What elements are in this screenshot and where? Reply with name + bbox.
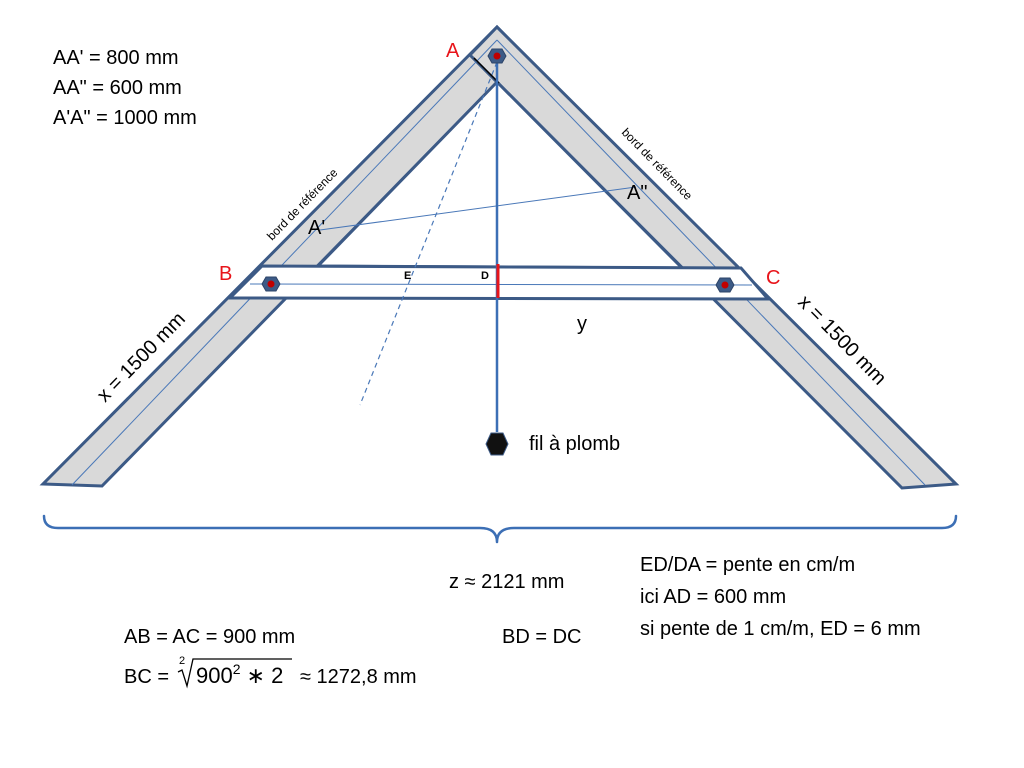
note-ad-length: ici AD = 600 mm (640, 586, 786, 608)
point-a-prime-label: A' (308, 217, 325, 239)
point-a-double-prime-label: A" (627, 182, 647, 204)
notes-bottom-right: ED/DA = pente en cm/m ici AD = 600 mm si… (640, 554, 921, 640)
root-index: 2 (179, 655, 185, 667)
bolt-a-icon (487, 48, 507, 64)
point-d-label: D (481, 270, 489, 282)
note-ed-example: si pente de 1 cm/m, ED = 6 mm (640, 618, 921, 640)
note-aa-prime: AA' = 800 mm (53, 47, 179, 69)
bolt-c-icon (715, 277, 735, 293)
radicand: 9002 ∗ 2 (196, 661, 283, 688)
y-label: y (577, 313, 587, 335)
z-dimension-brace (42, 514, 958, 544)
note-ab-ac: AB = AC = 900 mm (124, 626, 295, 648)
note-slope-definition: ED/DA = pente en cm/m (640, 554, 855, 576)
note-bd-dc: BD = DC (502, 626, 581, 648)
left-board-centerline (71, 39, 498, 486)
note-a-prime-a-double-prime: A'A" = 1000 mm (53, 107, 197, 129)
right-board-centerline (496, 39, 926, 486)
note-aa-double-prime: AA" = 600 mm (53, 77, 182, 99)
point-a-label: A (446, 40, 460, 62)
bolt-b-icon (261, 276, 281, 292)
notes-top-left: AA' = 800 mm AA" = 600 mm A'A" = 1000 mm (53, 47, 197, 129)
note-bc-prefix: BC = (124, 666, 169, 688)
notes-bottom-left: AB = AC = 900 mm BC = 2 9002 ∗ 2 ≈ 1272,… (124, 626, 417, 689)
crossbar-centerline (249, 283, 753, 286)
plumb-line-label: fil à plomb (529, 433, 620, 455)
note-bc-result: ≈ 1272,8 mm (300, 666, 417, 688)
point-b-label: B (219, 263, 232, 285)
right-leg-board (467, 24, 960, 490)
point-c-label: C (766, 267, 780, 289)
point-e-label: E (404, 270, 411, 282)
z-length-label: z ≈ 2121 mm (449, 571, 564, 593)
radical-sign (177, 658, 292, 689)
dashed-line-a-e (359, 61, 498, 406)
apex-mark (473, 57, 500, 84)
plumb-bob-icon (485, 432, 509, 456)
line-a-prime-a-double-prime (319, 186, 637, 231)
